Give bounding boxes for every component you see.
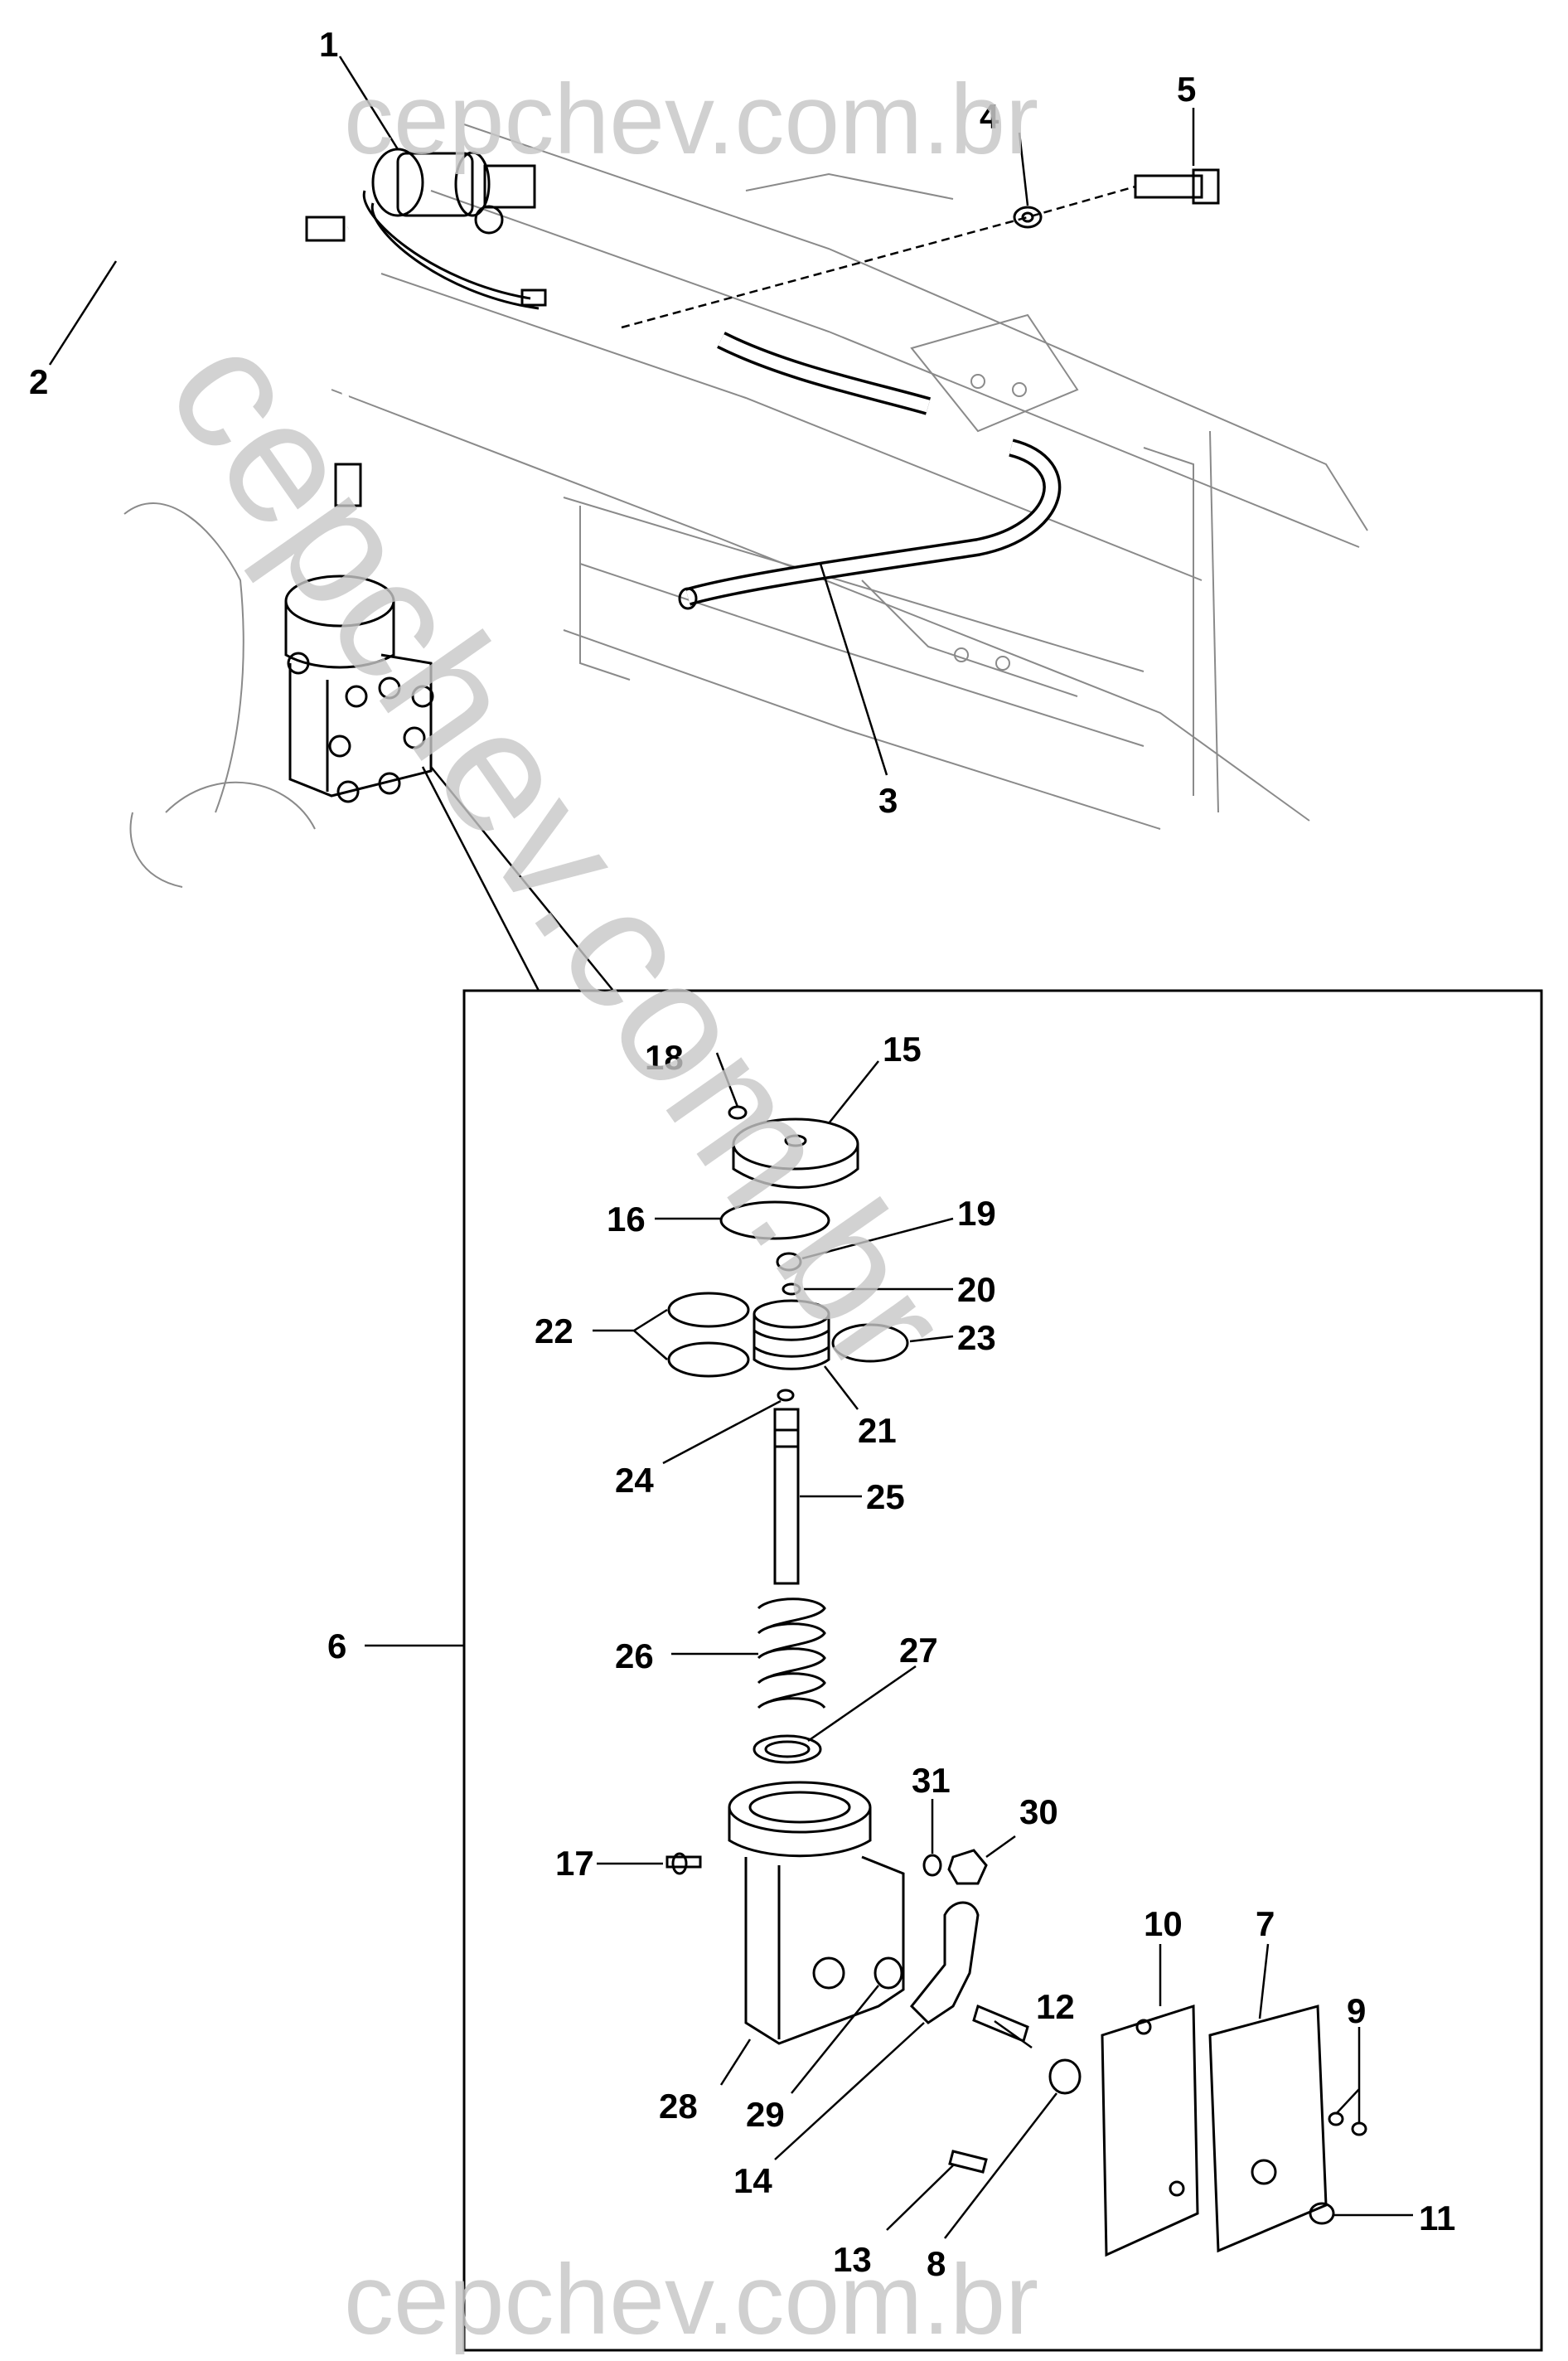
chassis-frame	[123, 124, 1368, 888]
callout-14: 14	[733, 2161, 772, 2200]
callout-24: 24	[615, 1461, 654, 1500]
callout-19: 19	[957, 1194, 996, 1233]
callout-28: 28	[659, 2087, 698, 2126]
washer-part	[1013, 206, 1043, 229]
callout-25: 25	[866, 1477, 905, 1516]
callout-13: 13	[833, 2240, 872, 2279]
callout-leaders	[365, 1052, 1413, 2239]
callout-8: 8	[927, 2244, 946, 2283]
tube-part	[678, 332, 1062, 610]
callout-27: 27	[899, 1631, 938, 1670]
callout-5: 5	[1177, 70, 1196, 109]
bolt-part	[1134, 168, 1220, 205]
callout-2: 2	[29, 362, 48, 401]
callout-10: 10	[1144, 1904, 1183, 1943]
callout-29: 29	[746, 2095, 785, 2134]
valve-body-part	[284, 574, 434, 803]
callout-26: 26	[615, 1636, 654, 1675]
callout-22: 22	[535, 1311, 573, 1350]
callout-16: 16	[607, 1200, 646, 1239]
callout-30: 30	[1019, 1792, 1058, 1831]
callout-3: 3	[878, 781, 898, 820]
callout-labels: 1 2 3 4 5 6 7 8 9 10 11 12 13 14 15 16 1…	[29, 25, 1455, 2283]
callout-9: 9	[1347, 1991, 1366, 2030]
callout-11: 11	[1419, 2199, 1455, 2237]
callout-23: 23	[957, 1318, 996, 1357]
callout-6: 6	[327, 1627, 346, 1665]
valve-assembly-part	[362, 148, 547, 310]
exploded-parts	[665, 1105, 1367, 2257]
exploded-view-frame	[462, 989, 1543, 2352]
callout-18: 18	[645, 1038, 684, 1077]
callout-1: 1	[319, 25, 338, 64]
callout-4: 4	[980, 97, 999, 136]
watermark-diagonal: cepchev.com.br	[131, 299, 988, 1407]
hose-part	[62, 162, 362, 507]
callout-31: 31	[912, 1761, 951, 1800]
watermark-bottom: cepchev.com.br	[344, 2244, 1038, 2355]
callout-7: 7	[1256, 1904, 1275, 1943]
callout-21: 21	[858, 1411, 897, 1450]
callout-20: 20	[957, 1270, 996, 1309]
callout-12: 12	[1036, 1987, 1075, 2026]
callout-15: 15	[883, 1030, 922, 1069]
callout-17: 17	[555, 1844, 594, 1883]
watermark-top: cepchev.com.br	[344, 64, 1038, 175]
